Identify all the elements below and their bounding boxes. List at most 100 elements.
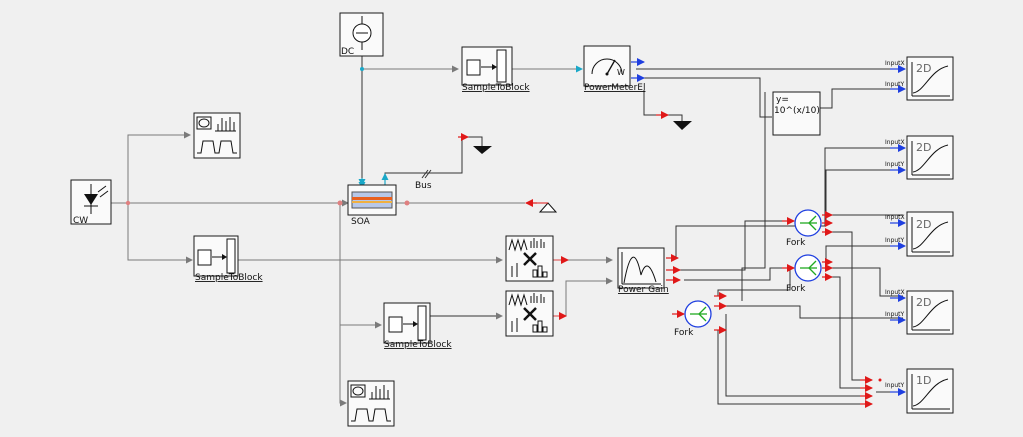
wire-fork-top-to-scope5[interactable] <box>826 231 864 381</box>
dc-source-block[interactable]: DC <box>339 12 384 57</box>
wire-fork-bottom-to-scope5-c[interactable] <box>717 330 864 405</box>
dc-source-icon <box>352 16 372 50</box>
powermeter-unit: W <box>617 68 625 77</box>
fork-mid-block[interactable]: Fork <box>786 254 822 294</box>
sampletoblock-top-label: SampleToBlock <box>462 83 530 93</box>
port-markers <box>358 58 906 408</box>
sample-to-block-icon <box>466 49 507 83</box>
bus-label: Bus <box>415 181 432 191</box>
wire-bus-to-ground[interactable] <box>462 136 483 146</box>
formula-line1: y= <box>776 95 789 105</box>
scope-1d-5[interactable]: 1D InputY <box>885 368 954 414</box>
soa-label: SOA <box>351 217 371 227</box>
junction-soa-out <box>404 200 410 206</box>
scope5-dot <box>878 378 882 382</box>
cw-laser-block[interactable]: CW <box>70 179 112 226</box>
multiplier-icon <box>508 293 548 333</box>
wire-fork-bottom-to-scope5-a[interactable] <box>725 314 864 397</box>
gain-curve-icon <box>621 252 661 285</box>
scope-1-title: 2D <box>916 62 931 75</box>
wire-formula-to-scope1-y[interactable] <box>820 88 903 109</box>
wire-fork-mid-to-scope5-b[interactable] <box>826 276 864 389</box>
scope-4-input-x: InputX <box>885 289 905 296</box>
sample-to-block-icon <box>197 238 236 274</box>
wire-gain-to-fork-top[interactable] <box>680 220 792 271</box>
powermeter-label: PowerMeterEl <box>584 83 645 93</box>
wire-fork-top-to-scope2-y[interactable] <box>825 169 903 223</box>
fork-icon <box>690 306 707 322</box>
wire-fork-mid-to-scope4-x[interactable] <box>826 267 903 297</box>
scope-4-title: 2D <box>916 296 931 309</box>
scope-2d-1[interactable]: 2D InputX InputY <box>885 56 954 101</box>
junctions <box>125 67 410 206</box>
dc-label: DC <box>341 47 354 57</box>
bus-connector[interactable]: Bus <box>415 169 432 191</box>
fork-top-block[interactable]: Fork <box>786 209 822 248</box>
wire-gain-to-scope2-x[interactable] <box>666 147 903 259</box>
wire-fork-bottom-to-scope4-y[interactable] <box>726 305 903 319</box>
signal-analyzer-top-block[interactable] <box>193 112 241 159</box>
wire-powermeter-el-to-ground[interactable] <box>643 90 666 116</box>
wire-multiplier-bottom-to-gain[interactable] <box>553 277 613 317</box>
soa-waveguide-icon <box>351 191 393 209</box>
formula-block[interactable]: y= 10^(x/10) <box>772 91 821 136</box>
scope-1-input-x: InputX <box>885 60 905 67</box>
scope-2-input-x: InputX <box>885 139 905 146</box>
sampletoblock-low-block[interactable]: SampleToBlock <box>383 302 452 350</box>
scope-3-title: 2D <box>916 218 931 231</box>
junction-cw <box>125 200 131 206</box>
wire-cw-to-analyzer-top[interactable] <box>127 131 191 203</box>
power-gain-block[interactable]: Power Gain <box>617 247 669 295</box>
fork-mid-label: Fork <box>786 284 806 294</box>
scope-2d-2[interactable]: 2D InputX InputY <box>885 135 954 180</box>
terminator-icon[interactable] <box>537 202 558 213</box>
fork-bottom-block[interactable]: Fork <box>674 300 712 338</box>
signal-analyzer-icon <box>350 384 391 422</box>
laser-diode-icon <box>84 184 109 214</box>
sample-to-block-icon <box>388 305 427 341</box>
sampletoblock-mid-label: SampleToBlock <box>195 273 263 283</box>
scope-1-input-y: InputY <box>885 81 905 88</box>
scope-4-input-y: InputY <box>885 311 905 318</box>
signal-analyzer-bottom-block[interactable] <box>347 380 395 427</box>
junction-dc <box>360 67 364 71</box>
scope-2d-4[interactable]: 2D InputX InputY <box>885 289 954 335</box>
scope-2-input-y: InputY <box>885 161 905 168</box>
scope-5-input-y: InputY <box>885 382 905 389</box>
formula-line2: 10^(x/10) <box>774 106 820 116</box>
cw-label: CW <box>73 216 88 226</box>
wire-powermeter-to-formula[interactable] <box>636 77 772 118</box>
multiplier-bottom-block[interactable] <box>505 290 554 337</box>
wire-fork-bottom-up[interactable] <box>717 268 791 296</box>
wire-cw-to-sampletoblock-mid[interactable] <box>127 203 193 264</box>
ground-icon-powermeter[interactable] <box>673 121 692 130</box>
scope-2d-3[interactable]: 2D InputX InputY <box>885 211 954 257</box>
scope-3-input-x: InputX <box>885 214 905 221</box>
wire-fork-mid-to-scope3-y[interactable] <box>825 245 903 262</box>
ground-icon[interactable] <box>473 146 492 154</box>
fork-top-label: Fork <box>786 238 806 248</box>
wire-soa-to-analyzer-bottom[interactable] <box>339 203 347 407</box>
sampletoblock-top-block[interactable]: SampleToBlock <box>461 46 530 93</box>
wire-gain-to-fork-mid[interactable] <box>684 267 792 281</box>
multiplier-icon <box>508 238 548 278</box>
sampletoblock-mid-block[interactable]: SampleToBlock <box>193 235 263 283</box>
connection-wires <box>111 56 903 407</box>
power-gain-label: Power Gain <box>618 285 669 295</box>
sampletoblock-low-label: SampleToBlock <box>384 340 452 350</box>
signal-analyzer-icon <box>196 116 237 154</box>
powermeter-block[interactable]: W PowerMeterEl <box>583 45 645 93</box>
soa-block[interactable]: SOA <box>347 184 397 227</box>
wire-sampletoblock-low-to-multiplier-bottom[interactable] <box>429 312 503 325</box>
power-meter-icon <box>591 58 623 76</box>
wire-formula-feedback[interactable] <box>741 92 766 301</box>
wire-soa-to-bus[interactable] <box>384 140 463 186</box>
multiplier-top-block[interactable] <box>505 235 554 282</box>
scope-3-input-y: InputY <box>885 237 905 244</box>
scope-5-title: 1D <box>916 374 931 387</box>
fork-icon <box>800 260 817 276</box>
fork-icon <box>800 215 817 231</box>
wire-powermeter-ground-drop[interactable] <box>668 114 683 121</box>
junction-soa-in <box>337 200 343 206</box>
